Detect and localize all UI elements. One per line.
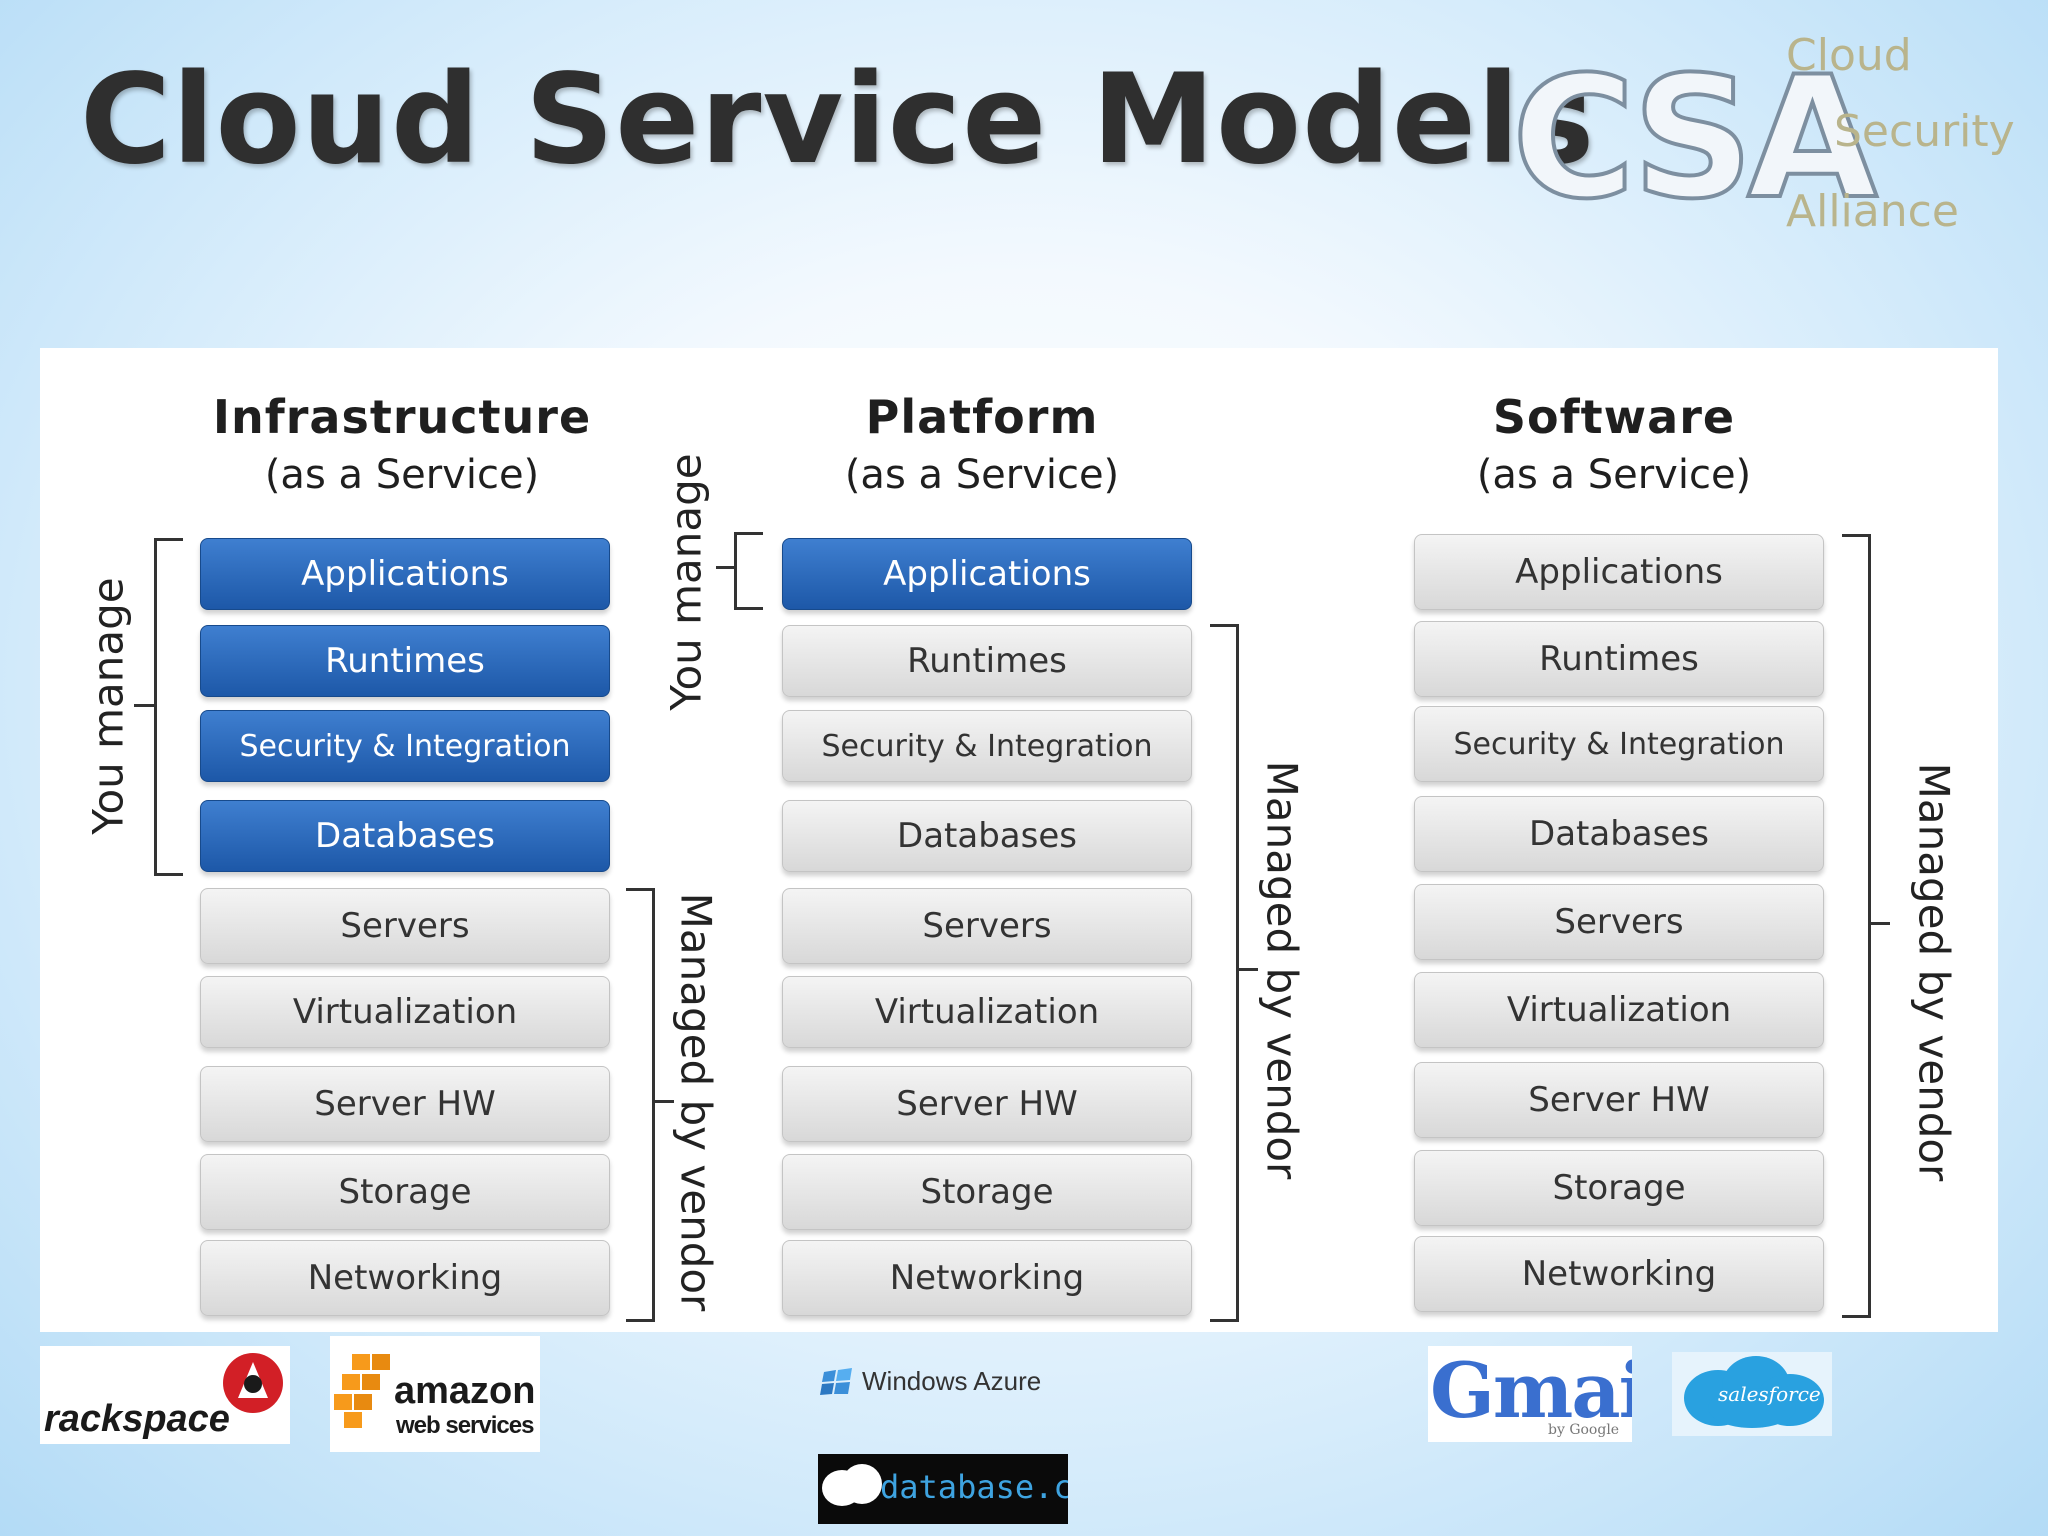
- salesforce-cloud-icon: [1684, 1356, 1824, 1428]
- database-com-logo: database.com: [818, 1454, 1068, 1524]
- paas-layer-databases: Databases: [782, 800, 1192, 872]
- iaas-layer-networking: Networking: [200, 1240, 610, 1316]
- paas-subtitle: (as a Service): [844, 452, 1120, 498]
- saas-layer-servers: Servers: [1414, 884, 1824, 960]
- iaas-layer-applications: Applications: [200, 538, 610, 610]
- iaas-subtitle: (as a Service): [264, 452, 540, 498]
- saas-vendor-bracket: [1842, 534, 1871, 1318]
- saas-layer-storage: Storage: [1414, 1150, 1824, 1226]
- iaas-title: Infrastructure: [212, 390, 592, 444]
- iaas-layer-server-hw: Server HW: [200, 1066, 610, 1142]
- saas-vendor-tick: [1870, 922, 1890, 925]
- gmail-logo: Gmail by Google: [1428, 1346, 1632, 1442]
- paas-layer-virtualization: Virtualization: [782, 976, 1192, 1048]
- paas-you-manage-bracket: [734, 532, 763, 610]
- rackspace-logo: rackspace: [40, 1346, 290, 1444]
- database-cloud-icon: [822, 1464, 882, 1506]
- salesforce-logo: salesforce: [1672, 1352, 1832, 1436]
- paas-vendor-bracket: [1210, 624, 1239, 1322]
- csa-word-cloud: Cloud: [1786, 30, 1912, 81]
- saas-layer-runtimes: Runtimes: [1414, 621, 1824, 697]
- iaas-vendor-bracket: [626, 888, 655, 1322]
- iaas-layer-databases: Databases: [200, 800, 610, 872]
- saas-layer-security-integration: Security & Integration: [1414, 706, 1824, 782]
- rackspace-mark-icon: [223, 1353, 283, 1413]
- csa-letters: CSA: [1510, 38, 1879, 238]
- slide-title: Cloud Service Models: [80, 48, 1596, 192]
- iaas-layer-storage: Storage: [200, 1154, 610, 1230]
- paas-vendor-tick: [1238, 968, 1258, 971]
- salesforce-wordmark: salesforce: [1718, 1382, 1821, 1406]
- database-com-wordmark: database.com: [880, 1468, 1068, 1506]
- windows-flag-icon: [820, 1368, 852, 1395]
- iaas-layer-runtimes: Runtimes: [200, 625, 610, 697]
- iaas-vendor-tick: [654, 1100, 674, 1103]
- saas-layer-server-hw: Server HW: [1414, 1062, 1824, 1138]
- aws-cubes-icon: [334, 1354, 390, 1428]
- paas-layer-servers: Servers: [782, 888, 1192, 964]
- csa-word-security: Security: [1834, 106, 2015, 157]
- aws-subtitle: web services: [396, 1412, 534, 1439]
- paas-title: Platform: [865, 390, 1099, 444]
- aws-logo: amazon web services: [330, 1336, 540, 1452]
- saas-layer-networking: Networking: [1414, 1236, 1824, 1312]
- windows-azure-logo: Windows Azure: [816, 1362, 1066, 1402]
- paas-layer-security-integration: Security & Integration: [782, 710, 1192, 782]
- iaas-layer-security-integration: Security & Integration: [200, 710, 610, 782]
- gmail-by-google: by Google: [1548, 1422, 1620, 1438]
- saas-title: Software: [1492, 390, 1736, 444]
- paas-you-manage-label: You manage: [661, 453, 711, 711]
- saas-vendor-label: Managed by vendor: [1909, 762, 1959, 1182]
- iaas-layer-virtualization: Virtualization: [200, 976, 610, 1048]
- saas-layer-databases: Databases: [1414, 796, 1824, 872]
- saas-layer-virtualization: Virtualization: [1414, 972, 1824, 1048]
- paas-vendor-label: Managed by vendor: [1257, 760, 1307, 1180]
- iaas-you-manage-bracket: [154, 538, 183, 876]
- iaas-you-manage-label: You manage: [83, 577, 133, 835]
- gmail-wordmark: Gmail: [1430, 1346, 1632, 1435]
- paas-layer-server-hw: Server HW: [782, 1066, 1192, 1142]
- iaas-you-manage-tick: [134, 704, 154, 707]
- paas-layer-applications: Applications: [782, 538, 1192, 610]
- saas-subtitle: (as a Service): [1476, 452, 1752, 498]
- paas-heading: Platform (as a Service): [752, 390, 1212, 498]
- iaas-vendor-label: Managed by vendor: [671, 892, 721, 1312]
- iaas-heading: Infrastructure (as a Service): [172, 390, 632, 498]
- paas-you-manage-tick: [716, 566, 736, 569]
- rackspace-wordmark: rackspace: [44, 1398, 230, 1440]
- aws-wordmark: amazon: [394, 1370, 536, 1412]
- saas-layer-applications: Applications: [1414, 534, 1824, 610]
- paas-layer-networking: Networking: [782, 1240, 1192, 1316]
- paas-layer-storage: Storage: [782, 1154, 1192, 1230]
- csa-word-alliance: Alliance: [1786, 186, 1959, 237]
- paas-layer-runtimes: Runtimes: [782, 625, 1192, 697]
- service-models-diagram: Infrastructure (as a Service) Applicatio…: [40, 348, 1998, 1332]
- windows-azure-wordmark: Windows Azure: [862, 1366, 1042, 1396]
- iaas-layer-servers: Servers: [200, 888, 610, 964]
- saas-heading: Software (as a Service): [1384, 390, 1844, 498]
